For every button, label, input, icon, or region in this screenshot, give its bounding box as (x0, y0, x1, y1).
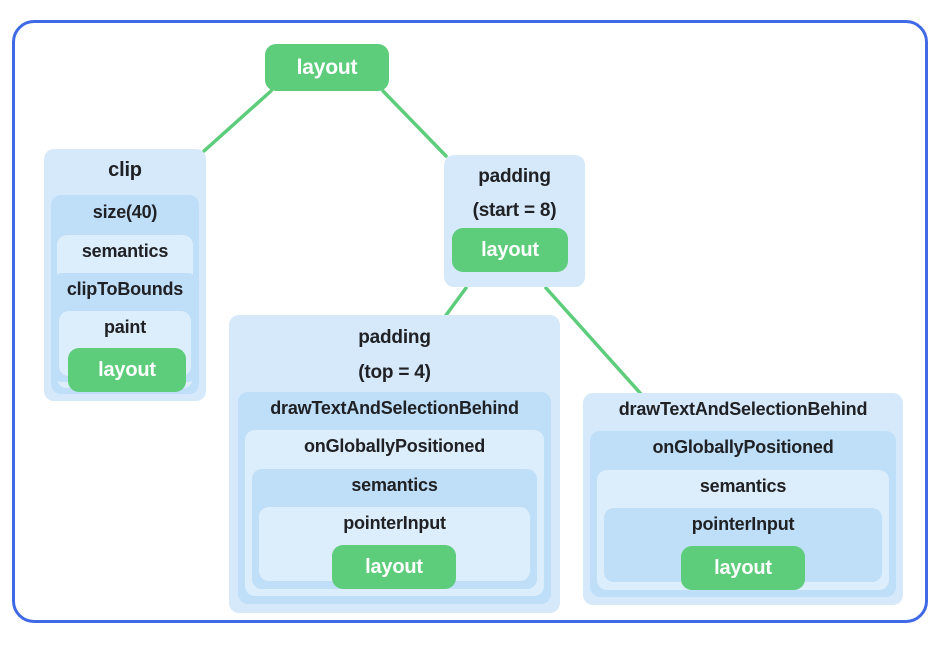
node-on-globally-positioned-middle-label: onGloballyPositioned (303, 436, 485, 456)
node-draw-text-right-label: drawTextAndSelectionBehind (618, 399, 868, 419)
node-draw-text-middle-label: drawTextAndSelectionBehind (270, 398, 519, 418)
node-layout-padding-start-leaf[interactable]: layout (452, 228, 568, 272)
edge-root-to-padding-start (381, 89, 448, 158)
node-clip-label: clip (108, 159, 142, 181)
node-root-layout[interactable]: layout (265, 44, 389, 91)
node-padding-start-label: padding (478, 166, 551, 187)
node-semantics-left-label: semantics (81, 241, 169, 261)
node-size-label: size(40) (92, 202, 158, 222)
node-pointer-input-middle-label: pointerInput (343, 513, 446, 533)
node-clip-to-bounds-label: clipToBounds (66, 279, 184, 299)
node-semantics-middle-label: semantics (351, 475, 438, 495)
node-padding-top-value: (top = 4) (358, 362, 431, 383)
edge-root-to-clip (202, 89, 273, 153)
node-semantics-right-label: semantics (699, 476, 787, 496)
edge-padding-start-to-draw-text (544, 286, 643, 396)
node-padding-top-label: padding (358, 327, 431, 348)
node-pointer-input-right-label: pointerInput (691, 514, 795, 534)
node-layout-clip-leaf[interactable]: layout (68, 348, 186, 392)
node-layout-right-leaf[interactable]: layout (681, 546, 805, 590)
node-on-globally-positioned-right-label: onGloballyPositioned (652, 437, 834, 457)
node-paint-label: paint (104, 317, 146, 337)
node-padding-start-value: (start = 8) (472, 200, 557, 221)
node-layout-middle-leaf[interactable]: layout (332, 545, 456, 589)
